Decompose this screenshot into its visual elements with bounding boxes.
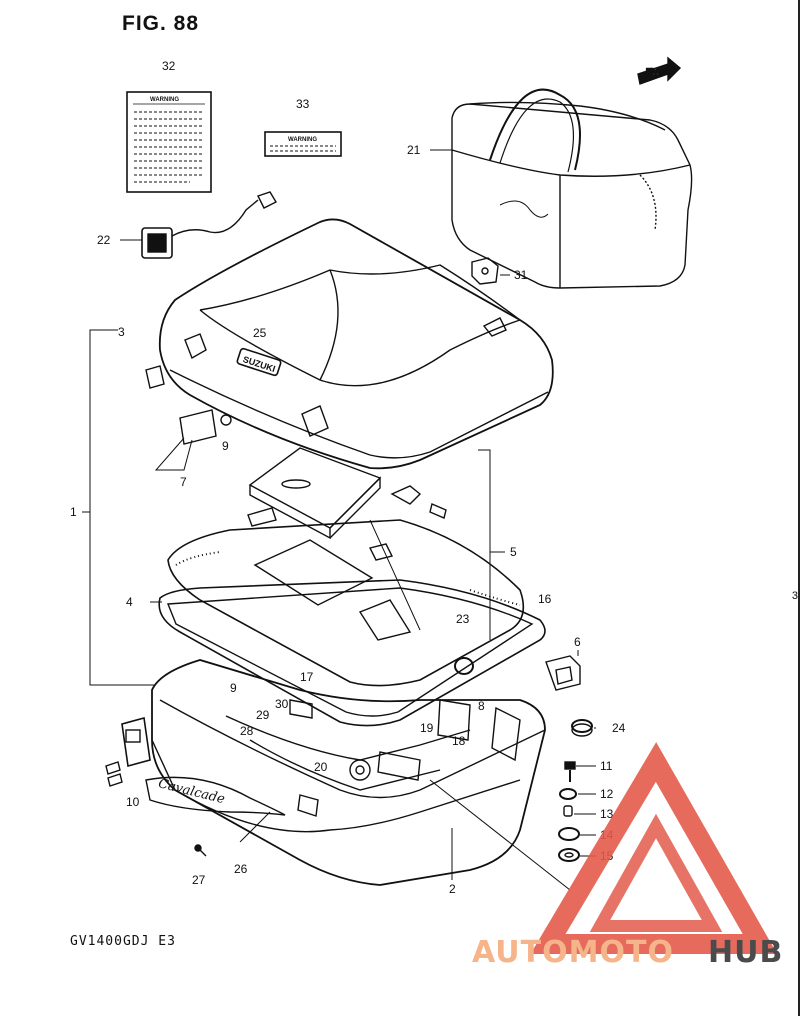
forward-arrow-badge: FWD	[637, 56, 682, 85]
part-number: 8	[478, 699, 485, 713]
part-number: 6	[574, 635, 581, 649]
part-number: 13	[600, 807, 614, 821]
page-edge	[798, 0, 800, 1016]
part-number: 9	[230, 681, 237, 695]
part-number: 21	[407, 143, 421, 157]
part-number: 2	[449, 882, 456, 896]
part-number: 31	[514, 268, 528, 282]
part-number: 27	[192, 873, 206, 887]
cap	[571, 719, 593, 737]
part-number: 18	[452, 734, 466, 748]
part-number: 10	[126, 795, 140, 809]
part-number: 32	[162, 59, 176, 73]
part-number: 4	[126, 595, 133, 609]
part-number: 11	[600, 759, 613, 773]
warning-label-small-text: WARNING	[288, 137, 317, 143]
mounting-hardware-stack	[558, 761, 580, 862]
travel-bag	[451, 88, 693, 289]
part-number: 12	[600, 787, 614, 801]
trunk-lid: SUZUKI	[158, 218, 554, 470]
latch-bracket	[545, 655, 581, 691]
part-number: 25	[253, 326, 267, 340]
watermark: AUTOMOTO HUB	[472, 742, 783, 970]
part-number-labels: 1 2 3 4 5 6 7 8 9 9 10 11 12 13 14 15 16…	[70, 59, 626, 896]
part-number: 5	[510, 545, 517, 559]
watermark-triangle-inner	[589, 813, 723, 932]
part-number: 33	[296, 97, 310, 111]
part-number: 1	[70, 505, 77, 519]
part-number: 28	[240, 724, 254, 738]
part-number: 7	[180, 475, 187, 489]
lid-liner-frame	[248, 447, 447, 540]
forward-label: FWD	[646, 67, 667, 77]
part-number: 16	[538, 592, 552, 606]
part-number: 9	[222, 439, 229, 453]
part-number: 19	[420, 721, 434, 735]
part-number: 26	[234, 862, 248, 876]
lid-pad	[167, 507, 525, 687]
part-number: 3	[118, 325, 125, 339]
cavalcade-emblem: Cavalcade	[145, 776, 286, 816]
trunk-case-body	[151, 659, 546, 886]
leader-lines	[82, 149, 596, 891]
emblem-screw	[194, 844, 207, 857]
light-switch	[141, 191, 277, 259]
part-number: 30	[275, 697, 289, 711]
part-number: 22	[97, 233, 111, 247]
emblem-text: Cavalcade	[157, 776, 227, 807]
rubber-block	[471, 257, 499, 285]
part-number: 17	[300, 670, 314, 684]
rubber-bumper	[454, 657, 474, 675]
part-number: 29	[256, 708, 270, 722]
gasket-seal	[158, 579, 546, 727]
part-number: 20	[314, 760, 328, 774]
part-number: 24	[612, 721, 626, 735]
watermark-text-part2: HUB	[708, 935, 783, 970]
part-number: 23	[456, 612, 470, 626]
hinge-bracket	[145, 365, 232, 445]
lock-assembly	[105, 716, 151, 787]
warning-label-large: WARNING	[126, 91, 212, 193]
model-code: GV1400GDJ E3	[70, 934, 176, 949]
watermark-triangle-outer	[530, 742, 778, 954]
warning-label-large-text: WARNING	[150, 97, 179, 103]
watermark-text-part1: AUTOMOTO	[472, 935, 674, 970]
edge-label: 3	[791, 590, 798, 602]
figure-title: FIG. 88	[122, 12, 200, 35]
warning-label-small: WARNING	[264, 131, 342, 157]
